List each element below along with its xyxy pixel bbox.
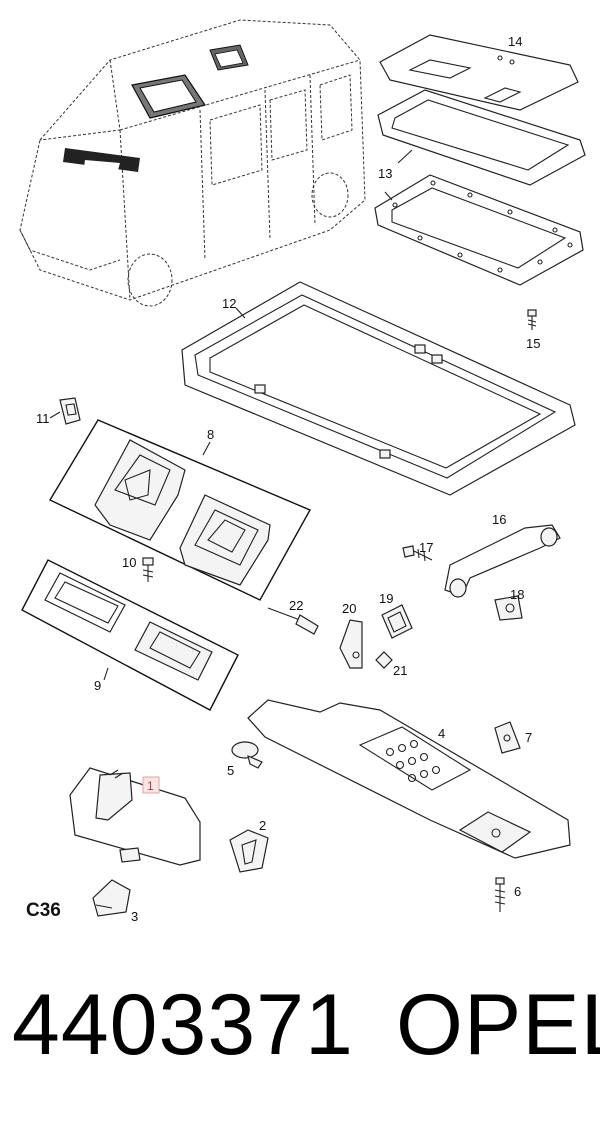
callout-14: 14: [508, 34, 522, 49]
callout-2: 2: [259, 818, 266, 833]
callout-7: 7: [525, 730, 532, 745]
callout-1: 1: [147, 779, 154, 793]
callout-10: 10: [122, 555, 136, 570]
clip-2: [229, 829, 269, 873]
rivet-22: [267, 607, 319, 635]
screw-6: [494, 877, 506, 912]
sunroof-frame-13a: [377, 89, 586, 186]
callout-13: 13: [378, 166, 392, 181]
cover-box-9: [21, 559, 239, 711]
callout-20: 20: [342, 601, 356, 616]
cap-19: [381, 604, 413, 639]
fastener-5: [231, 741, 263, 769]
callout-21: 21: [393, 663, 407, 678]
callout-19: 19: [379, 591, 393, 606]
callout-11: 11: [36, 411, 50, 426]
callout-16: 16: [492, 512, 506, 527]
end-cover-20: [339, 619, 363, 669]
callout-12: 12: [222, 296, 236, 311]
callout-5: 5: [227, 763, 234, 778]
clip-11: [59, 397, 81, 425]
screw-15: [527, 309, 537, 330]
screw-17: [402, 545, 433, 562]
screw-10: [142, 557, 154, 582]
cover-3: [92, 879, 131, 917]
part-number: 4403371: [12, 977, 354, 1073]
callout-9: 9: [94, 678, 101, 693]
brand-name: OPEL: [396, 977, 600, 1073]
callout-15: 15: [526, 336, 540, 351]
bracket-box-8: [49, 419, 311, 601]
clip-18: [494, 595, 523, 621]
clip-21: [375, 651, 393, 669]
callout-6: 6: [514, 884, 521, 899]
clip-7: [494, 721, 521, 754]
callout-18: 18: [510, 587, 524, 602]
sunroof-panel-14: [379, 34, 579, 111]
callout-8: 8: [207, 427, 214, 442]
highlight-box-1: [142, 776, 160, 794]
sunroof-seal-13b: [374, 174, 584, 286]
rear-view-mirror-1: [69, 767, 201, 866]
callout-4: 4: [438, 726, 445, 741]
callout-22: 22: [289, 598, 303, 613]
van-illustration: [19, 19, 366, 307]
section-code: C36: [26, 900, 61, 921]
roof-liner-frame-12: [181, 281, 576, 496]
callout-3: 3: [131, 909, 138, 924]
exploded-parts-diagram: 14 13 15 12 11 8 16 17 10 18 19 22 20 21…: [19, 19, 586, 924]
grab-handle-16: [444, 524, 561, 598]
sun-visor-4: [247, 699, 571, 859]
callout-17: 17: [419, 540, 433, 555]
